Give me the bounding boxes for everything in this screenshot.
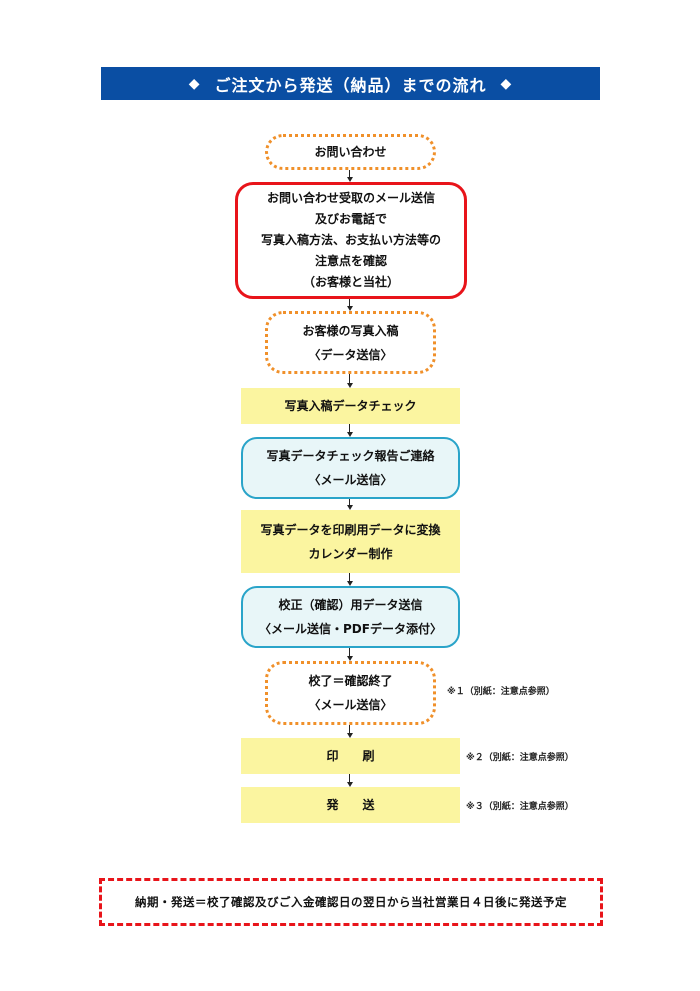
step-text: 写真データチェック報告ご連絡 [266, 449, 435, 463]
step-text: （お客様と当社） [302, 275, 399, 289]
delivery-note-box: 納期・発送＝校了確認及びご入金確認日の翌日から当社営業日４日後に発送予定 [99, 878, 603, 926]
arrow-down-icon [345, 725, 355, 738]
delivery-note: 納期・発送＝校了確認及びご入金確認日の翌日から当社営業日４日後に発送予定 [135, 895, 567, 909]
diamond-icon: ◆ [188, 75, 201, 92]
step-text: 注意点を確認 [314, 254, 387, 268]
step-text: 〈メール送信〉 [308, 473, 393, 487]
step-data-conversion: 写真データを印刷用データに変換 カレンダー制作 [241, 510, 460, 573]
arrow-down-icon [345, 499, 355, 510]
step-text: 校了＝確認終了 [308, 674, 393, 688]
arrow-down-icon [345, 299, 355, 311]
diamond-icon: ◆ [500, 75, 513, 92]
page-title-bar: ◆ ご注文から発送（納品）までの流れ ◆ [101, 67, 600, 100]
step-shipping: 発 送 [241, 787, 460, 823]
step-text: 〈メール送信・PDFデータ添付〉 [259, 622, 442, 636]
step-text: お客様の写真入稿 [302, 323, 399, 338]
step-text: 発 送 [326, 798, 375, 812]
arrow-down-icon [345, 774, 355, 787]
step-text: 校正（確認）用データ送信 [278, 598, 423, 612]
step-text: 写真入稿方法、お支払い方法等の [260, 233, 441, 247]
step-check-report: 写真データチェック報告ご連絡 〈メール送信〉 [241, 437, 460, 499]
step-confirmation: お問い合わせ受取のメール送信 及びお電話で 写真入稿方法、お支払い方法等の 注意… [235, 182, 467, 299]
step-printing: 印 刷 [241, 738, 460, 774]
step-text: お問い合わせ [314, 145, 387, 159]
page-title: ご注文から発送（納品）までの流れ [214, 75, 487, 95]
step-text: 〈データ送信〉 [308, 347, 393, 362]
step-proof-sending: 校正（確認）用データ送信 〈メール送信・PDFデータ添付〉 [241, 586, 460, 648]
step-data-check: 写真入稿データチェック [241, 388, 460, 424]
step-text: 写真入稿データチェック [284, 399, 417, 413]
note-2: ※２（別紙：注意点参照） [466, 753, 574, 763]
arrow-down-icon [345, 170, 355, 182]
step-inquiry: お問い合わせ [265, 134, 436, 170]
arrow-down-icon [345, 424, 355, 437]
step-text: カレンダー制作 [308, 546, 393, 561]
step-text: お問い合わせ受取のメール送信 [266, 191, 435, 205]
note-1: ※１（別紙：注意点参照） [447, 687, 555, 697]
step-text: 及びお電話で [314, 212, 387, 226]
arrow-down-icon [345, 573, 355, 586]
step-proof-complete: 校了＝確認終了 〈メール送信〉 [265, 661, 436, 725]
arrow-down-icon [345, 374, 355, 388]
step-text: 写真データを印刷用データに変換 [260, 522, 441, 537]
arrow-down-icon [345, 648, 355, 661]
step-text: 〈メール送信〉 [308, 698, 393, 712]
note-3: ※３（別紙：注意点参照） [466, 802, 574, 812]
step-text: 印 刷 [326, 749, 375, 763]
step-photo-upload: お客様の写真入稿 〈データ送信〉 [265, 311, 436, 374]
